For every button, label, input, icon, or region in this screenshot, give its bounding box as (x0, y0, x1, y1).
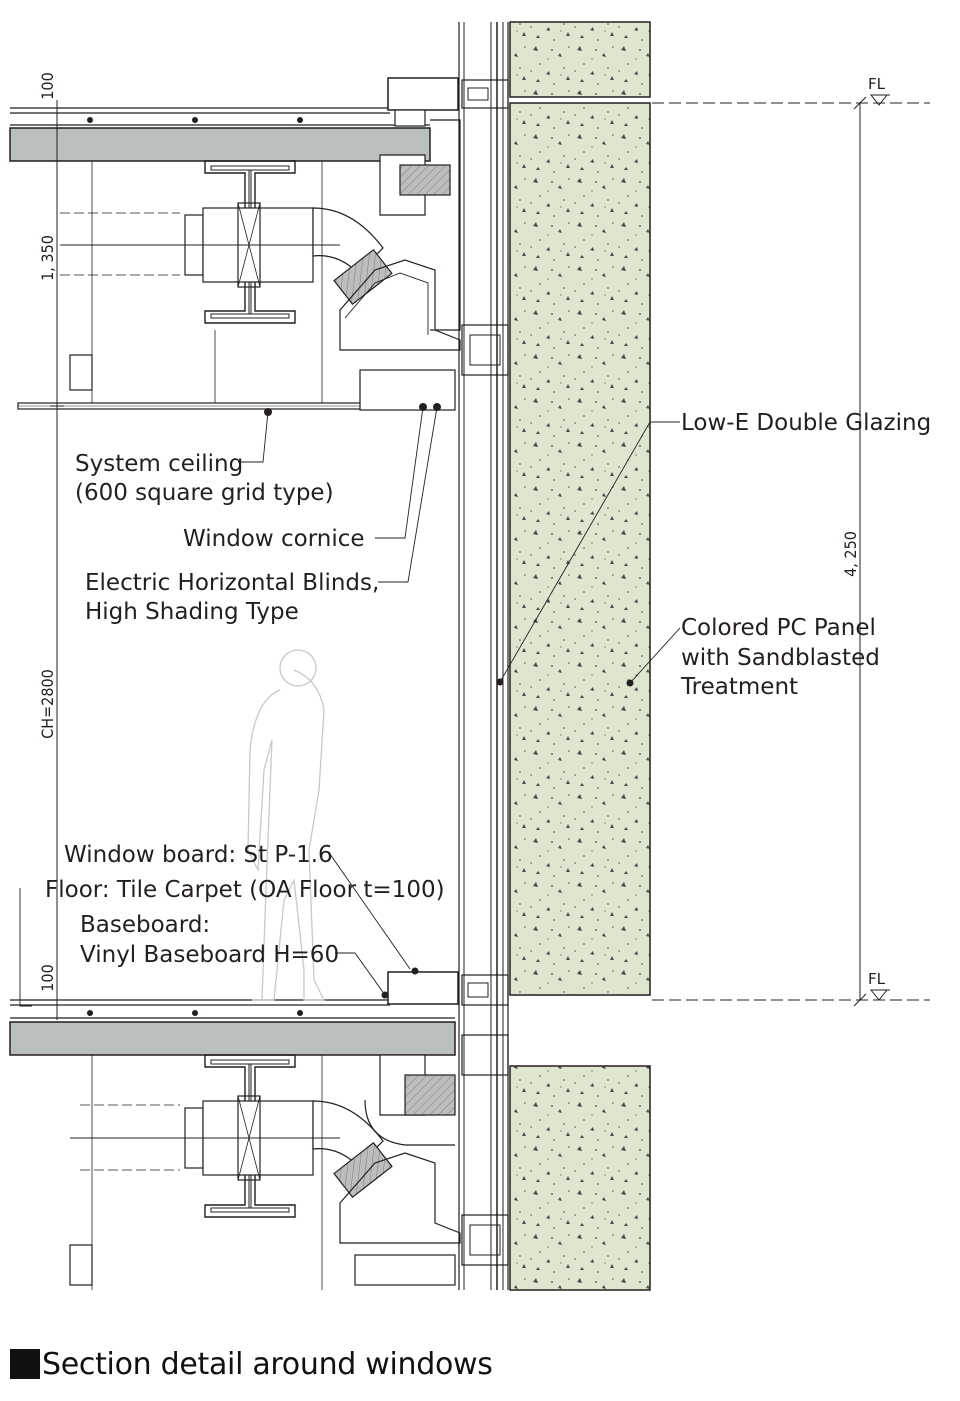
label-low-e-glazing: Low-E Double Glazing (681, 410, 931, 436)
label-pc-panel-1: Colored PC Panel (681, 615, 876, 641)
section-drawing: 100 1, 350 CH=2800 100 4, 250 FL FL Low-… (9, 21, 931, 1291)
label-baseboard-1: Baseboard: (80, 912, 210, 938)
dim-floor-to-floor: 4, 250 (841, 531, 860, 577)
fl-marker-top (869, 94, 890, 106)
caption-text: Section detail around windows (42, 1346, 493, 1382)
label-system-ceiling-2: (600 square grid type) (75, 480, 334, 506)
label-window-cornice: Window cornice (183, 526, 365, 552)
fl-marker-bottom (869, 989, 890, 1001)
leader-dots (496, 678, 634, 687)
dim-bottom-100: 100 (38, 964, 57, 991)
system-ceiling (17, 161, 456, 416)
dim-ceiling-height: CH=2800 (38, 669, 57, 739)
dim-ceiling-void: 1, 350 (38, 235, 57, 281)
dimension-chain-left (50, 100, 64, 1020)
caption-square-icon (10, 1349, 40, 1379)
slab-lower (9, 967, 459, 1056)
air-duct-lower (70, 1095, 384, 1181)
pc-panel-top (509, 21, 651, 98)
dimension-line-right (652, 96, 930, 1007)
diffuser-lower (69, 1054, 461, 1290)
perimeter-bracket-upper (379, 119, 461, 331)
slab-upper (9, 77, 459, 162)
dim-top-100: 100 (38, 72, 57, 99)
glazing-mullions (458, 22, 509, 1290)
air-duct-upper (60, 202, 384, 288)
label-floor: Floor: Tile Carpet (OA Floor t=100) (45, 877, 445, 903)
fl-label-top: FL (868, 75, 886, 93)
label-baseboard-2: Vinyl Baseboard H=60 (80, 942, 339, 968)
pc-panel-bottom (509, 1065, 651, 1291)
human-figure (247, 649, 326, 1001)
leader-lines (19, 406, 681, 1007)
label-pc-panel-3: Treatment (680, 674, 798, 700)
figure-caption: Section detail around windows (10, 1344, 493, 1384)
steel-beam-lower (204, 1054, 296, 1218)
label-pc-panel-2: with Sandblasted (681, 645, 880, 671)
label-blinds-2: High Shading Type (85, 599, 299, 625)
label-window-board: Window board: St P-1.6 (64, 842, 333, 868)
pc-panel-main (509, 102, 651, 996)
steel-beam-upper (204, 160, 296, 324)
label-blinds-1: Electric Horizontal Blinds, (85, 570, 379, 596)
fl-label-bottom: FL (868, 970, 886, 988)
label-system-ceiling-1: System ceiling (75, 451, 243, 477)
